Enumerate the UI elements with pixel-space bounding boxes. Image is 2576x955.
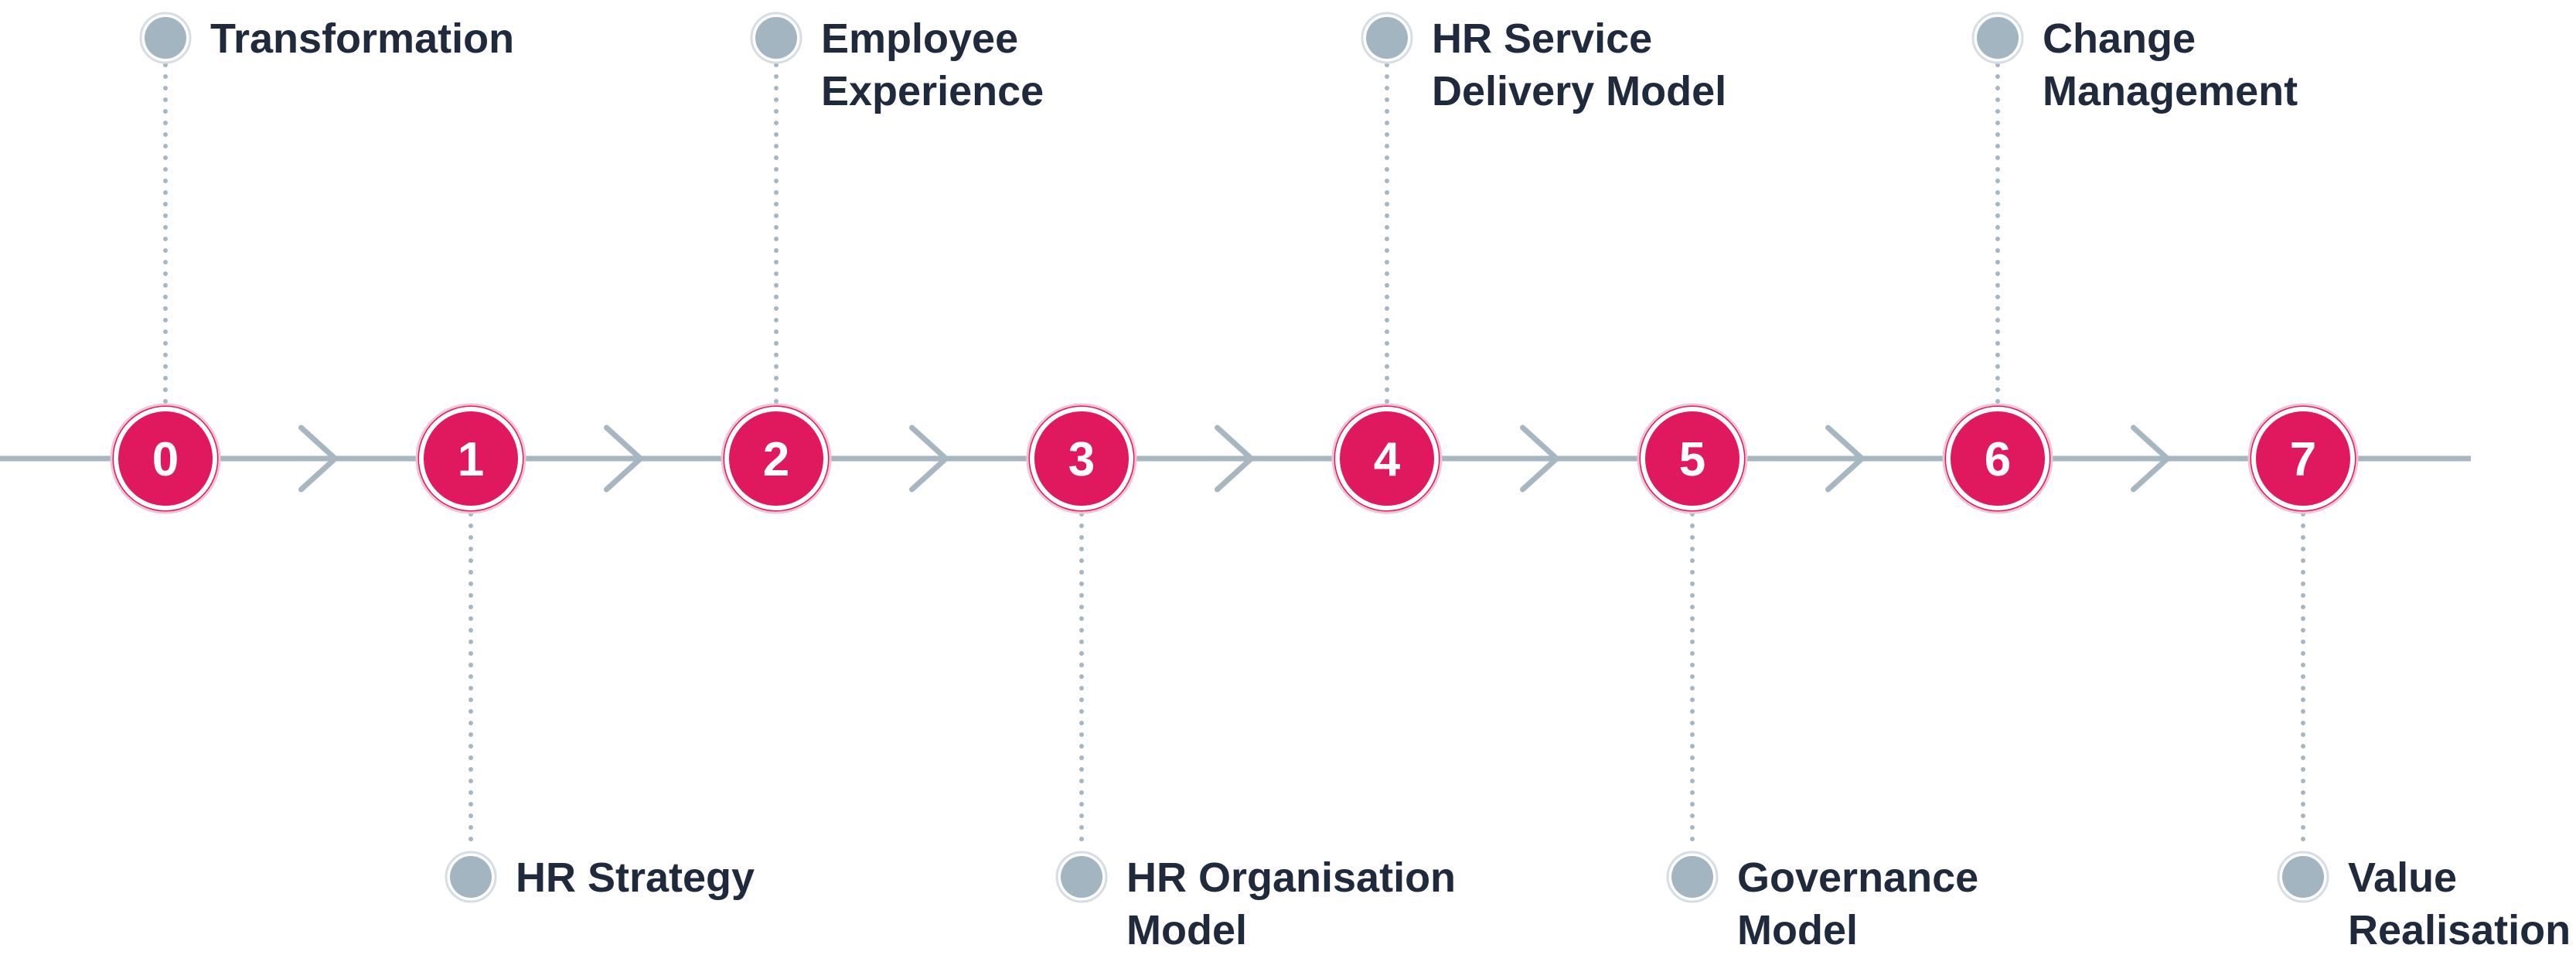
step-label: HR Strategy xyxy=(516,854,755,901)
step-number: 2 xyxy=(763,433,789,486)
chevron-arrow-icon xyxy=(298,425,338,493)
label-dot xyxy=(445,851,497,903)
step-number: 3 xyxy=(1068,433,1095,486)
chevron-arrow-icon xyxy=(1825,425,1865,493)
step-marker-6: 6 xyxy=(1942,403,2053,514)
step-number: 0 xyxy=(152,433,179,486)
step-label-line: Transformation xyxy=(210,15,514,62)
step-marker-7: 7 xyxy=(2247,403,2359,514)
chevron-arrow-icon xyxy=(2131,425,2170,493)
step-connectors xyxy=(163,63,2305,852)
label-dot xyxy=(139,12,192,64)
step-number: 6 xyxy=(1985,433,2011,486)
step-number: 4 xyxy=(1374,433,1401,486)
step-labels: Transformation HR Strategy EmployeeExperie… xyxy=(210,15,2571,953)
step-number: 1 xyxy=(458,433,484,486)
step-label-line: Delivery Model xyxy=(1432,68,1726,114)
label-dot xyxy=(1971,12,2024,64)
step-label-line: Experience xyxy=(821,68,1044,114)
step-label-line: Change xyxy=(2043,15,2196,62)
label-dot xyxy=(1055,851,1108,903)
step-marker-5: 5 xyxy=(1637,403,1748,514)
label-dot xyxy=(2277,851,2329,903)
step-label-line: Management xyxy=(2043,68,2298,114)
step-label-line: HR Service xyxy=(1432,15,1652,62)
step-number: 7 xyxy=(2290,433,2316,486)
chevron-arrow-icon xyxy=(1520,425,1559,493)
step-label-line: Governance xyxy=(1737,854,1978,901)
step-label-line: Realisation xyxy=(2348,907,2571,953)
step-label-line: Model xyxy=(1737,907,1858,953)
chevron-arrow-icon xyxy=(604,425,643,493)
label-dot xyxy=(1361,12,1413,64)
label-dots xyxy=(139,12,2329,903)
chevron-arrow-icon xyxy=(1215,425,1254,493)
step-marker-3: 3 xyxy=(1026,403,1137,514)
step-label-line: Model xyxy=(1126,907,1247,953)
timeline-arrows xyxy=(298,425,2170,493)
step-marker-2: 2 xyxy=(721,403,832,514)
label-dot xyxy=(750,12,802,64)
step-number: 5 xyxy=(1679,433,1705,486)
label-dot xyxy=(1666,851,1719,903)
step-marker-4: 4 xyxy=(1331,403,1443,514)
step-markers: 0 1 2 3 4 5 6 7 xyxy=(110,403,2359,514)
step-label-line: HR Strategy xyxy=(516,854,755,901)
step-marker-0: 0 xyxy=(110,403,221,514)
step-label: Transformation xyxy=(210,15,514,62)
step-label-line: Value xyxy=(2348,854,2457,901)
step-label-line: Employee xyxy=(821,15,1018,62)
step-marker-1: 1 xyxy=(415,403,526,514)
chevron-arrow-icon xyxy=(909,425,949,493)
step-label-line: HR Organisation xyxy=(1126,854,1456,901)
